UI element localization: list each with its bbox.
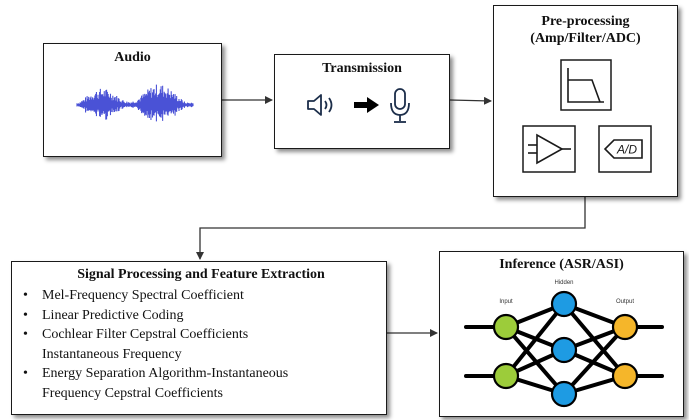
right-arrow-icon: [354, 97, 379, 113]
output-layer-label: Output: [616, 299, 634, 305]
preprocessing-title-line2: (Amp/Filter/ADC): [530, 31, 641, 46]
waveform-icon: [76, 84, 194, 122]
lowpass-filter-icon: [560, 59, 612, 111]
amplifier-icon: [522, 125, 576, 173]
microphone-icon: [390, 88, 410, 123]
feature-list: Mel-Frequency Spectral Coefficient Linea…: [20, 286, 288, 403]
input-layer-label: Input: [499, 299, 513, 305]
edge: [504, 325, 566, 396]
feature-extraction-title: Signal Processing and Feature Extraction: [77, 267, 325, 282]
preprocessing-title-line1: Pre-processing: [541, 14, 630, 29]
hidden-layer-label: Hidden: [554, 280, 573, 286]
output-node: [611, 313, 639, 341]
speaker-icon: [307, 94, 333, 116]
input-node: [492, 313, 520, 341]
arrow-preprocessing-to-features: [196, 197, 586, 260]
audio-block: Audio: [43, 43, 222, 157]
waveform-path: [76, 84, 194, 122]
adc-label: A/D: [616, 143, 637, 157]
output-node: [611, 362, 639, 390]
arrow-transmission-to-preprocessing: [449, 96, 492, 105]
feature-item-continuation: Frequency Cepstral Coefficients: [42, 385, 223, 401]
audio-title: Audio: [114, 50, 151, 65]
hidden-node: [550, 380, 578, 408]
input-node: [492, 362, 520, 390]
feature-item: Cochlear Filter Cepstral Coefficients: [20, 325, 288, 345]
edge: [504, 302, 566, 378]
preprocessing-title: Pre-processing (Amp/Filter/ADC): [494, 13, 677, 47]
adc-icon: A/D: [598, 125, 652, 173]
edge: [562, 325, 627, 396]
transmission-block: Transmission: [274, 54, 450, 149]
inference-block: Inference (ASR/ASI) Input Hidden Output: [439, 251, 684, 417]
preprocessing-block: Pre-processing (Amp/Filter/ADC) A/D: [493, 5, 678, 197]
feature-item-continuation: Instantaneous Frequency: [42, 346, 182, 362]
transmission-title: Transmission: [322, 61, 402, 76]
feature-item: Linear Predictive Coding: [20, 306, 288, 326]
inference-title: Inference (ASR/ASI): [499, 257, 624, 272]
hidden-node: [550, 290, 578, 318]
feature-item: Mel-Frequency Spectral Coefficient: [20, 286, 288, 306]
feature-extraction-block: Signal Processing and Feature Extraction…: [11, 261, 387, 415]
neural-network-icon: Input Hidden Output: [464, 280, 664, 408]
feature-item: Energy Separation Algorithm-Instantaneou…: [20, 364, 288, 384]
hidden-node: [550, 336, 578, 364]
